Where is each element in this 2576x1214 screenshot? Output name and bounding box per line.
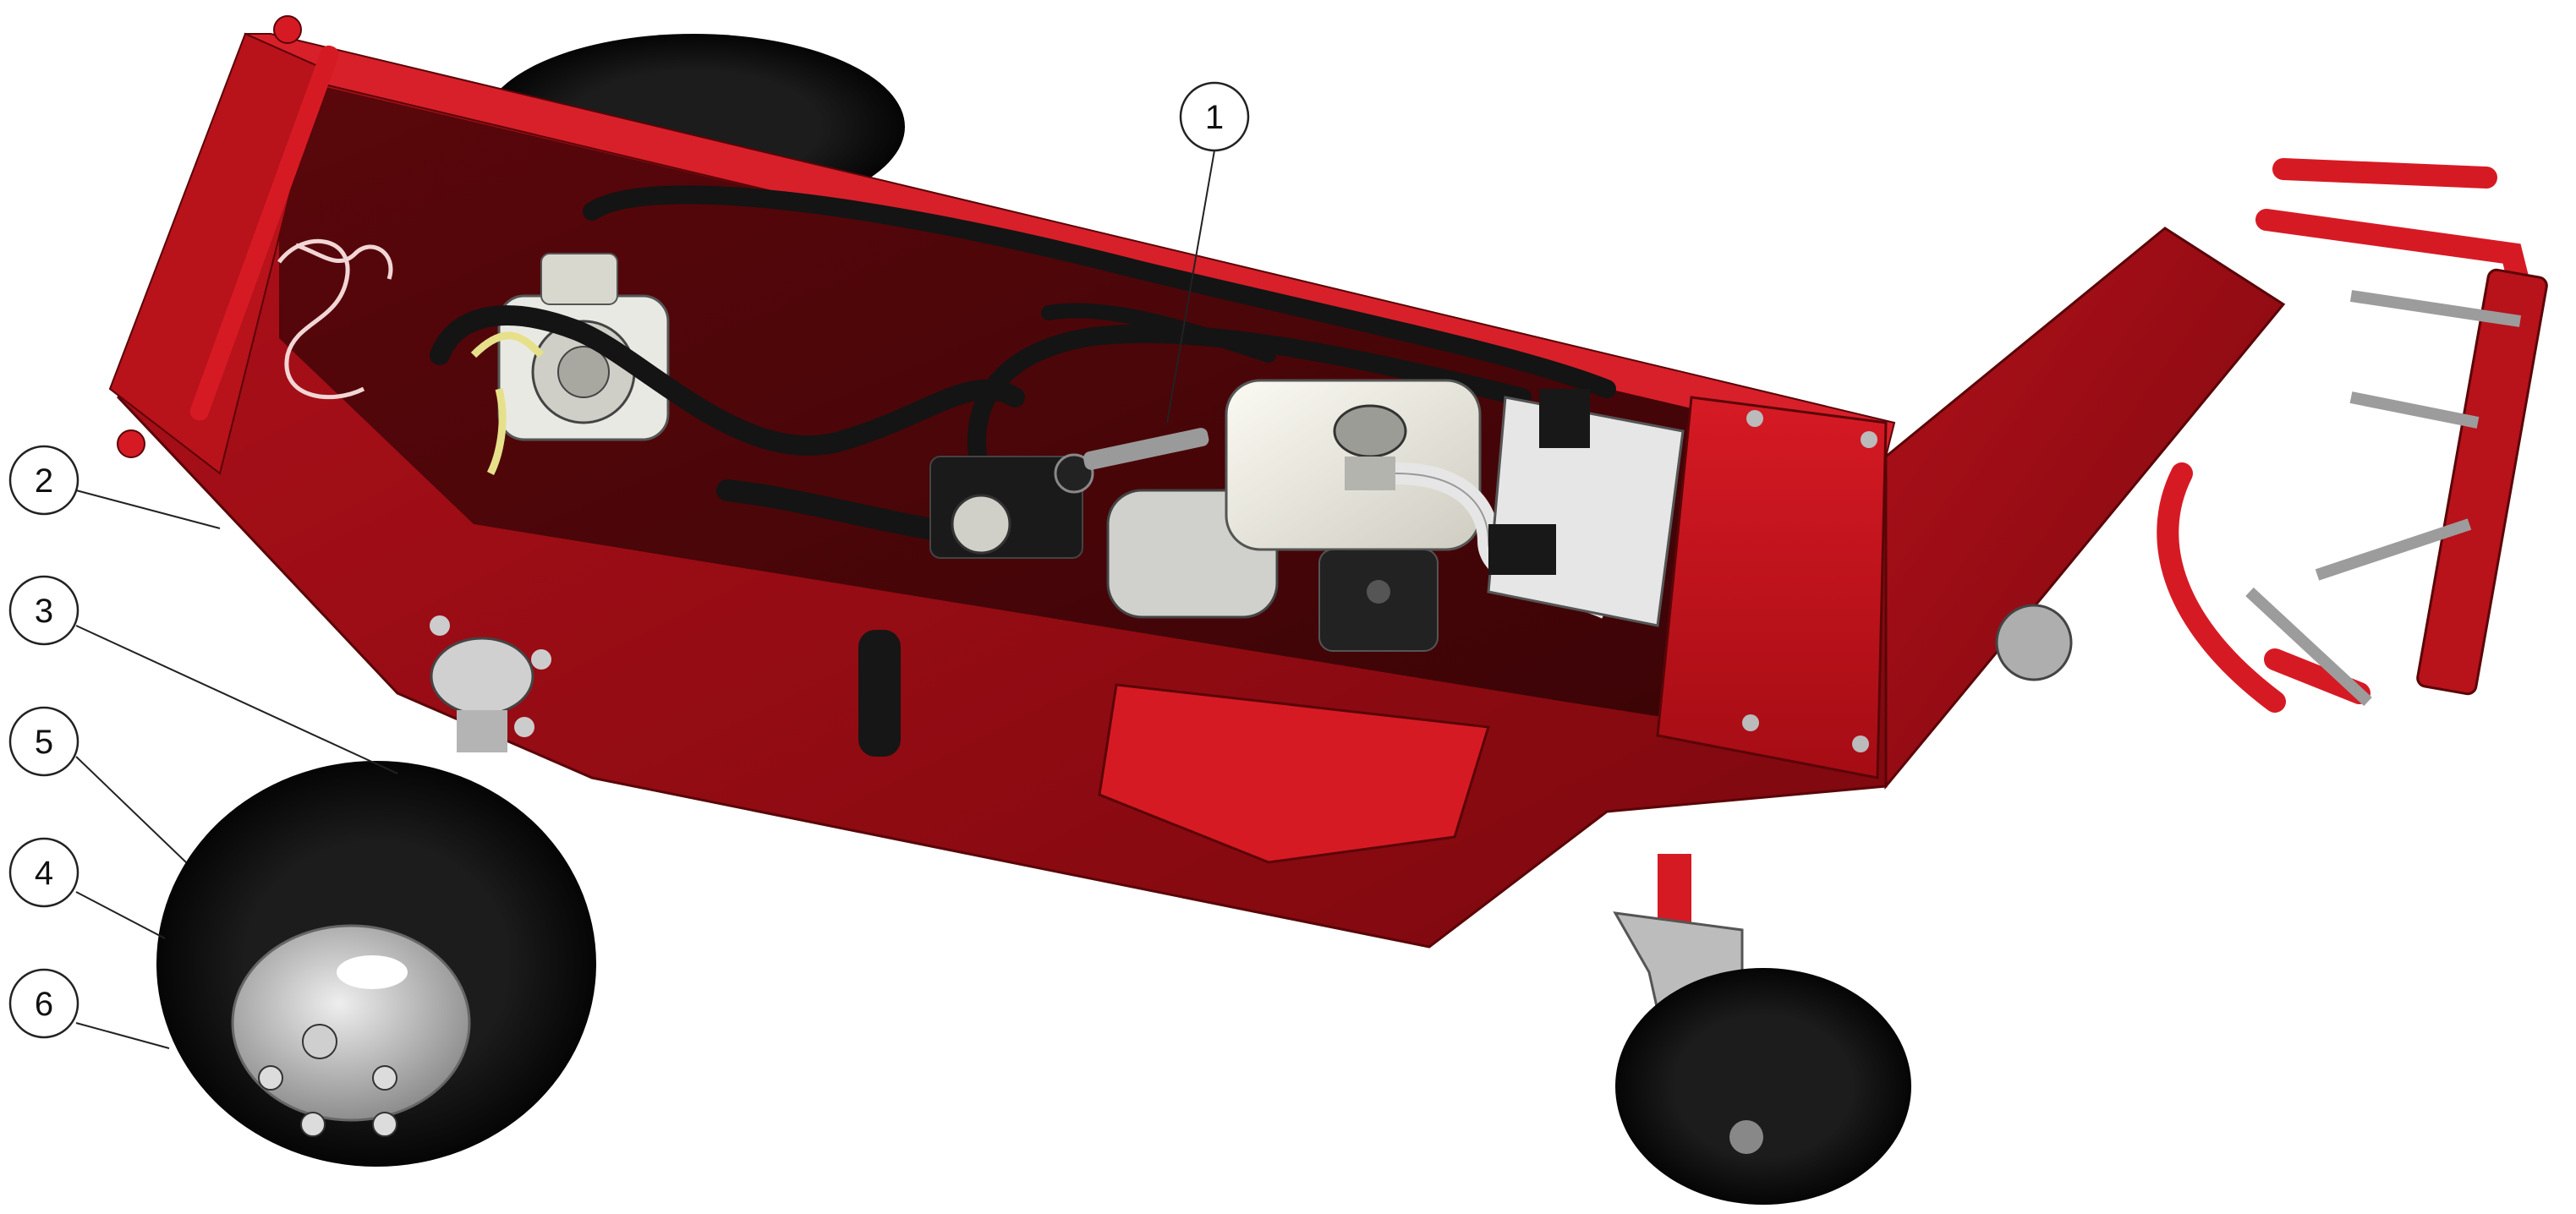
callout-1: 1 [1179,81,1250,152]
end-handle-knob-bottom [117,429,145,458]
rear-wheel [156,761,596,1167]
bolt [1861,431,1877,448]
svg-text:5: 5 [35,724,53,761]
hydraulic-hoses [430,185,1616,544]
svg-text:2: 2 [35,462,53,500]
svg-text:4: 4 [35,855,53,892]
callout-3: 3 [8,575,79,646]
control-panel [2416,268,2548,696]
end-handle-bar [189,45,339,421]
callout-5: 5 [8,706,79,777]
logo-outline [277,238,393,400]
bolt [1852,736,1869,752]
callout-6: 6 [8,968,79,1039]
handle-knob [1995,604,2073,681]
chassis-interior [279,76,1861,744]
hydraulic-pump [497,253,670,441]
sight-gauge [858,630,901,757]
side-access-cutout [1098,683,1490,864]
end-handle-knob-top [273,15,302,44]
callout-4: 4 [8,837,79,908]
svg-text:1: 1 [1205,99,1224,136]
chassis-right-panel [1656,396,1888,779]
valve-block [929,428,1209,559]
svg-text:6: 6 [35,986,53,1023]
leader-line-2 [75,489,221,529]
leader-line-4 [75,891,166,939]
handle-linkage [2245,290,2522,707]
leader-line-5 [75,756,187,863]
rear-hub [430,615,551,752]
yellow-line [470,331,545,476]
svg-text:3: 3 [35,593,53,630]
tank-bracket-upper [1539,389,1590,448]
front-caster [1613,854,1911,1205]
leader-line-6 [75,1022,170,1049]
leader-line-3 [75,625,398,774]
handle-arm [1884,227,2286,790]
tank-bracket-lower [1488,524,1556,575]
bolt [1742,714,1759,731]
callout-2: 2 [8,445,79,516]
leader-line-1 [1166,150,1215,424]
bolt [1746,410,1763,427]
